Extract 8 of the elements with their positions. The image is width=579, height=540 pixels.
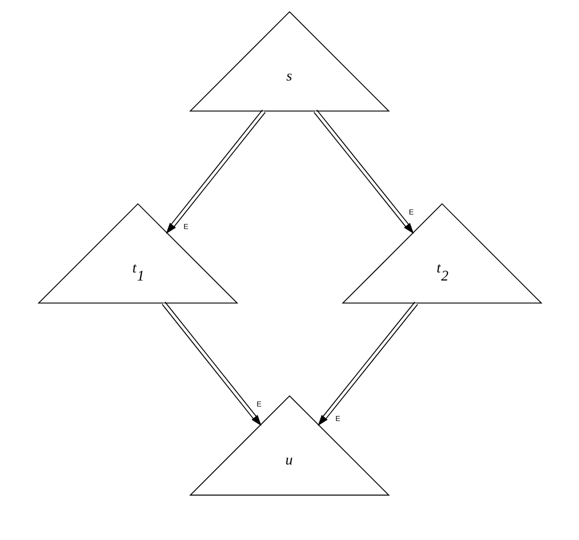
arrow <box>161 302 261 426</box>
edge-label: E <box>183 222 188 231</box>
edge-label: E <box>408 207 414 216</box>
arrow <box>317 302 418 426</box>
arrow <box>313 110 414 234</box>
arrow <box>166 110 266 234</box>
edge-label: E <box>256 399 261 408</box>
edge-label: E <box>334 414 340 423</box>
